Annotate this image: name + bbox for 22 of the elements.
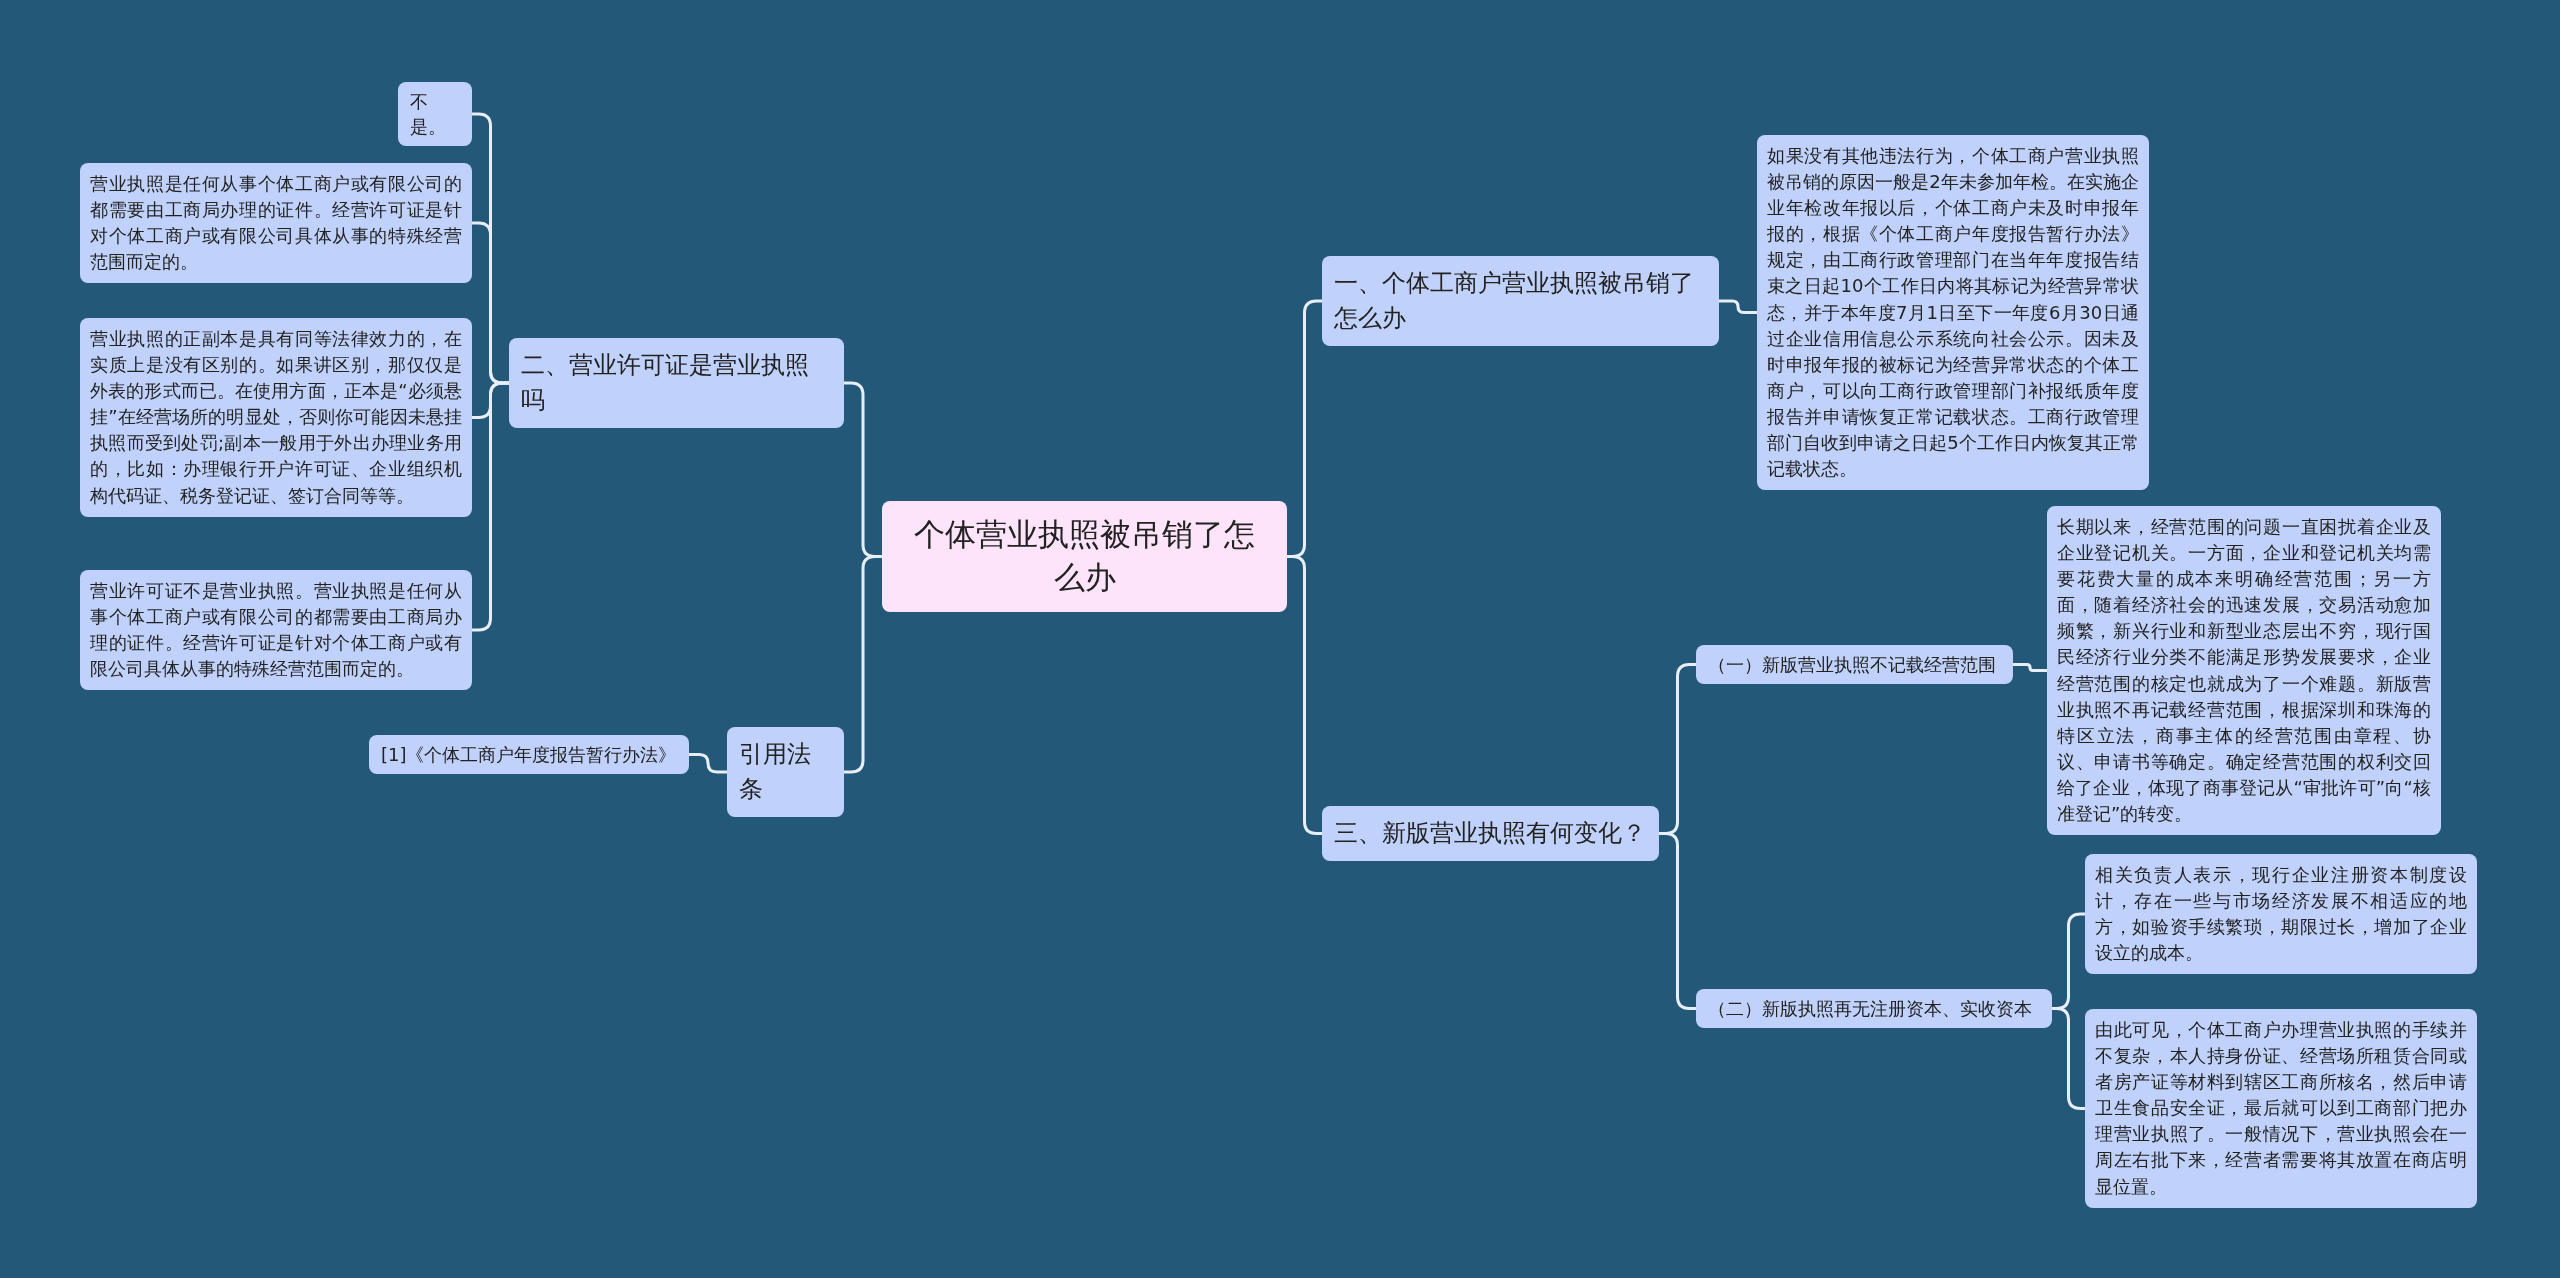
subtopic-box: 不是。 [398,82,472,147]
note-box: 长期以来，经营范围的问题一直困扰着企业及企业登记机关。一方面，企业和登记机关均需要花费大量的成本来明确经营范围；另一方面，随着经济社会的迅速发展，交易活动愈加频繁，新兴行业和新型业态层出不穷，现行国民经济行业分类不能满足形势发展要求，企业经营范围的核定也就成为了一个难题。新版营业执照不再记载经营范围，根据深圳和珠海的特区立法，商事主体的经营范围由章程、协议、申请书等确定。确定经营范围的权利交回给了企业，体现了商事登记从“审批许可”向“核准登记”的转变。 [2047,506,2441,836]
note-box: 营业执照是任何从事个体工商户或有限公司的都需要由工商局办理的证件。经营许可证是针对个体工商户或有限公司具体从事的特殊经营范围而定的。 [80,163,472,284]
note-box: 如果没有其他违法行为，个体工商户营业执照被吊销的原因一般是2年未参加年检。在实施企业年检改年报以后，个体工商户未及时申报年报的，根据《个体工商户年度报告暂行办法》规定，由工商行政管理部门在当年年度报告结束之日起10个工作日内将其标记为经营异常状态，并于本年度7月1日至下一年度6月30日通过企业信用信息公示系统向社会公示。因未及时申报年报的被标记为经营异常状态的个体工商户，可以向工商行政管理部门补报纸质年度报告并申请恢复正常记载状态。工商行政管理部门自收到申请之日起5个工作日内恢复其正常记载状态。 [1757,135,2149,491]
topic-box: 二、营业许可证是营业执照吗 [509,338,844,428]
subtopic-box: （二）新版执照再无注册资本、实收资本 [1696,989,2052,1029]
connector-line [1719,299,1757,314]
connector-line [844,555,882,774]
topic-box: 一、个体工商户营业执照被吊销了怎么办 [1322,256,1719,346]
note-box: 营业执照的正副本是具有同等法律效力的，在实质上是没有区别的。如果讲区别，那仅仅是外表的形式而已。在使用方面，正本是“必须悬挂”在经营场所的明显处，否则你可能因未悬挂执照而受到处罚;副本一般用于外出办理业务用的，比如：办理银行开户许可证、企业组织机构代码证、税务登记证、签订合同等等。 [80,318,472,517]
connector-line [472,381,509,632]
note-box: 由此可见，个体工商户办理营业执照的手续并不复杂，本人持身份证、经营场所租赁合同或者房产证等材料到辖区工商所核名，然后申请卫生食品安全证，最后就可以到工商部门把办理营业执照了。一般情况下，营业执照会在一周左右批下来，经营者需要将其放置在商店明显位置。 [2085,1009,2477,1208]
connector-line [689,753,727,774]
subtopic-box: （一）新版营业执照不记载经营范围 [1696,645,2013,685]
connector-line [2013,663,2047,672]
note-box: 相关负责人表示，现行企业注册资本制度设计，存在一些与市场经济发展不相适应的地方，如验资手续繁琐，期限过长，增加了企业设立的成本。 [2085,854,2477,975]
subtopic-box: [1]《个体工商户年度报告暂行办法》 [369,735,689,775]
central-topic-box: 个体营业执照被吊销了怎么办 [882,501,1287,612]
note-box: 营业许可证不是营业执照。营业执照是任何从事个体工商户或有限公司的都需要由工商局办理的证件。经营许可证是针对个体工商户或有限公司具体从事的特殊经营范围而定的。 [80,570,472,691]
topic-box: 三、新版营业执照有何变化？ [1322,806,1659,861]
connector-line [1659,832,1696,1010]
topic-box: 引用法条 [727,727,844,817]
